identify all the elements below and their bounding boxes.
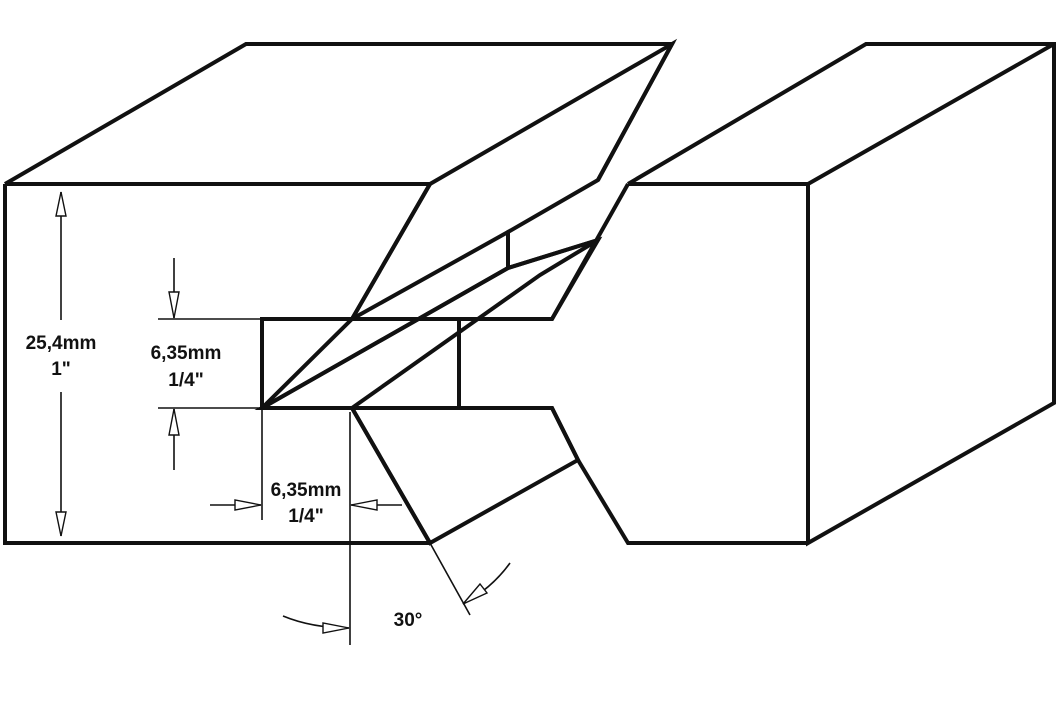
dimension-total-height: 25,4mm 1" (26, 191, 97, 537)
dimension-angle: 30° (282, 542, 511, 634)
arrow-down-icon (55, 511, 67, 537)
cutter-bottom-bevel (348, 406, 581, 546)
arrow-left-icon (462, 582, 489, 605)
label-tongue-height-mm: 6,35mm (151, 343, 222, 364)
label-tongue-depth-in: 1/4" (288, 506, 323, 527)
label-total-height-mm: 25,4mm (26, 333, 97, 354)
label-tongue-height-in: 1/4" (168, 370, 203, 391)
label-angle: 30° (394, 610, 423, 631)
right-block (457, 42, 1056, 547)
arrow-down-icon (168, 291, 180, 319)
label-total-height-in: 1" (51, 359, 71, 380)
dimension-tongue-depth: 6,35mm 1/4" (210, 410, 402, 645)
cutter-profile (254, 38, 678, 546)
arrow-left-icon (350, 499, 378, 511)
left-block-front-face (3, 184, 430, 545)
left-block (3, 42, 676, 545)
left-block-top-face (3, 42, 676, 186)
left-block-upper-edge (260, 182, 432, 545)
cutter-top-band (348, 38, 678, 321)
arrow-up-icon (55, 191, 67, 217)
right-block-top-face (626, 42, 1056, 186)
tongue-face (260, 317, 461, 410)
dimension-tongue-height: 6,35mm 1/4" (151, 258, 262, 470)
right-block-side-face (806, 44, 1056, 547)
tongue-inner-strip (254, 238, 600, 410)
arrow-right-icon (234, 499, 262, 511)
arrow-right-icon (322, 622, 350, 634)
right-block-groove-outline (457, 183, 808, 545)
arrow-up-icon (168, 408, 180, 436)
label-tongue-depth-mm: 6,35mm (271, 480, 342, 501)
